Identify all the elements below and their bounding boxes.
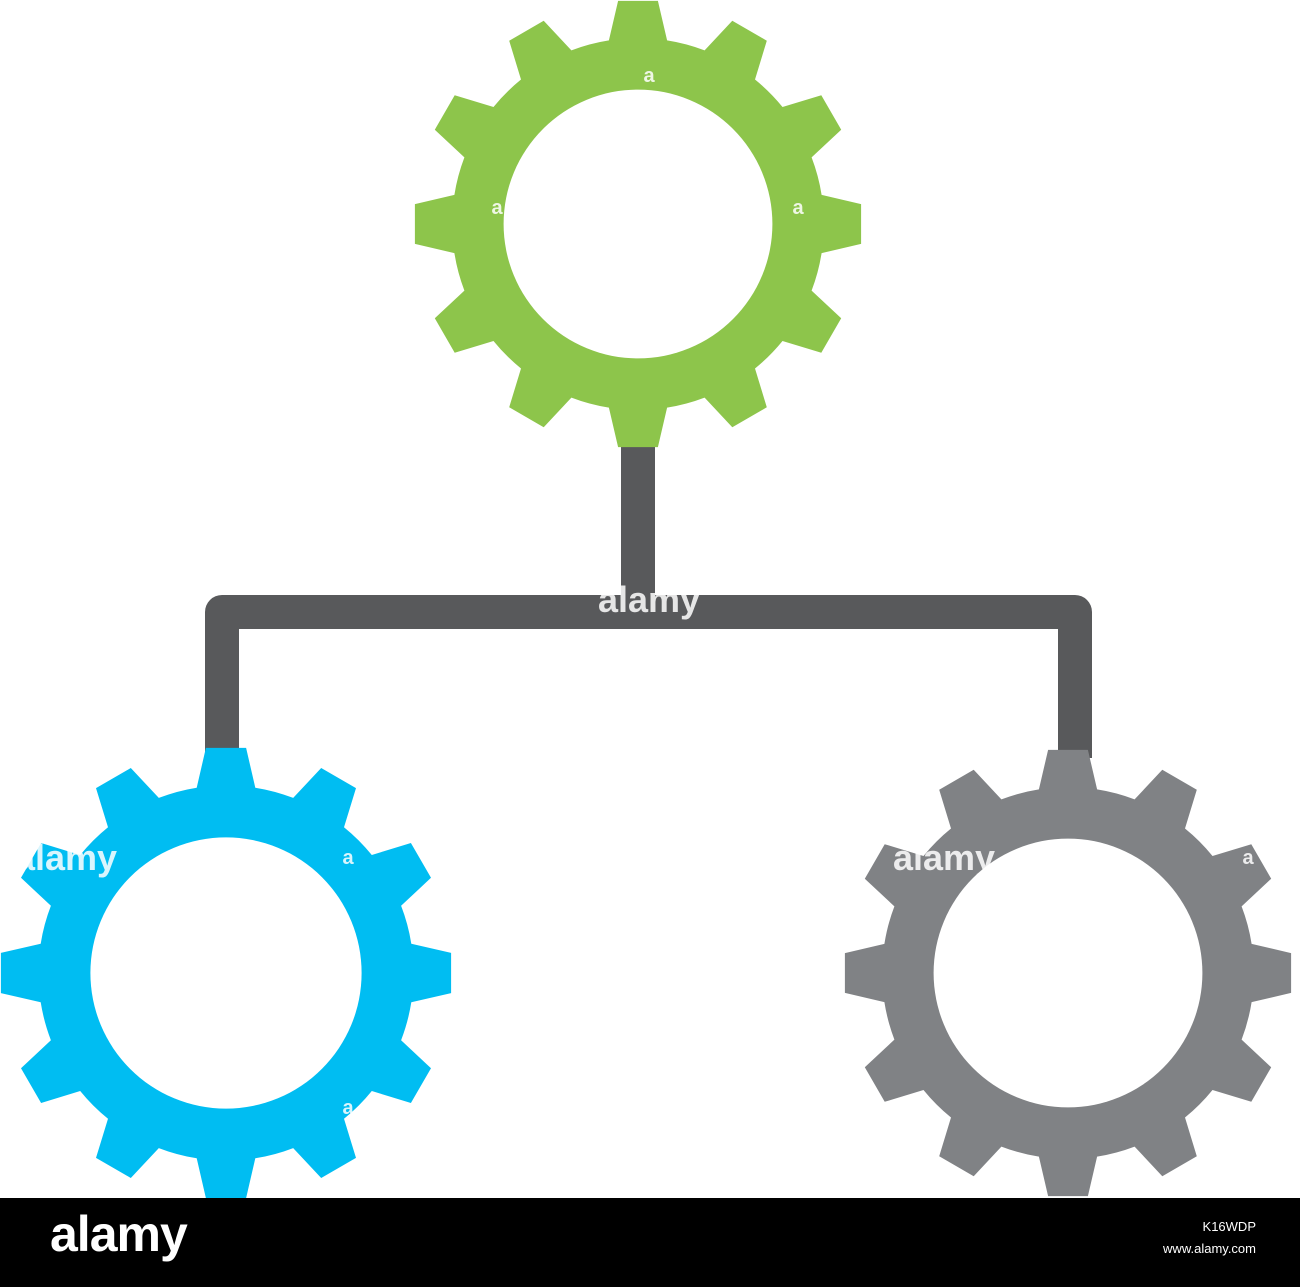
diagram-svg: alamy alamy alamy a a a a a a a a [0, 0, 1292, 1198]
watermark-mark: a [792, 197, 804, 219]
watermark-text: alamy [15, 837, 117, 878]
stock-id: K16WDP [1202, 1219, 1256, 1234]
gears [0, 0, 1292, 1198]
watermark-layer: alamy alamy alamy a a a a a a a a [15, 65, 1254, 1119]
watermark-text: alamy [893, 837, 995, 878]
gear-icon [844, 749, 1292, 1197]
watermark-mark: a [342, 847, 354, 869]
gear-hub-hole [503, 89, 773, 359]
watermark-mark: a [1242, 1097, 1254, 1119]
stock-url: www.alamy.com [1163, 1241, 1256, 1256]
watermark-mark: a [643, 333, 655, 355]
connectors [205, 440, 1092, 758]
brand-logo: alamy [50, 1206, 188, 1262]
gear-hub-hole [90, 837, 362, 1109]
gear-hub-hole [933, 838, 1203, 1108]
gear-icon [0, 747, 452, 1198]
watermark-mark: a [342, 1097, 354, 1119]
watermark-mark: a [491, 197, 503, 219]
footer-bar: alamy K16WDP www.alamy.com [0, 1198, 1300, 1287]
watermark-text: alamy [598, 579, 700, 620]
watermark-mark: a [643, 65, 655, 87]
connector-bar [205, 595, 1092, 758]
hierarchy-diagram: alamy alamy alamy a a a a a a a a [0, 0, 1292, 1198]
watermark-mark: a [1242, 847, 1254, 869]
gear-icon [414, 0, 862, 448]
